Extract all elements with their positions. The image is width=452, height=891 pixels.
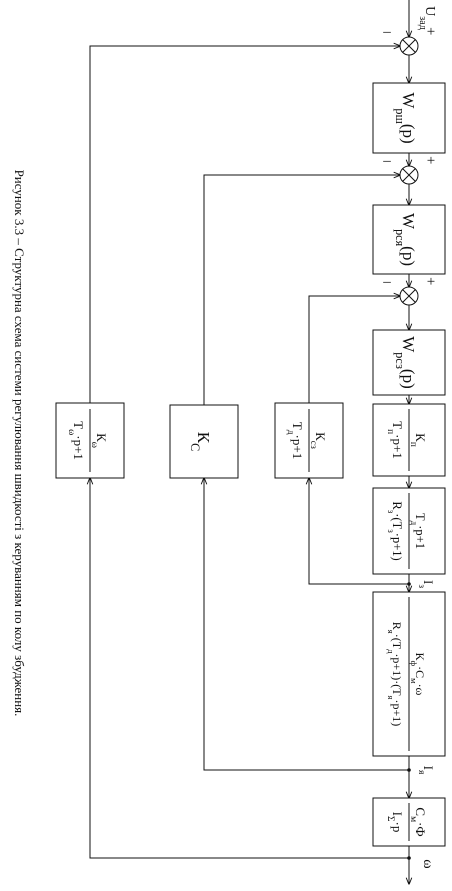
block-frame xyxy=(372,329,446,396)
block-label: См·ФIΣ·p xyxy=(385,803,428,841)
fraction-numerator: Кω xyxy=(89,433,109,448)
feedback-speed-in xyxy=(90,478,409,859)
block-field-circuit: Тд·p+1 Rз·(Тз·p+1) xyxy=(372,487,446,575)
minus-sign: – xyxy=(382,24,391,40)
transfer-function-label: Wрш(p) xyxy=(393,92,418,143)
block-frame xyxy=(372,204,446,275)
fraction-numerator: Кп xyxy=(408,433,428,447)
signal-label-text: Iя xyxy=(416,766,436,775)
output-label-text: ω xyxy=(420,859,435,868)
signal-label-field-current: Iз xyxy=(416,580,436,588)
fraction-numerator: Тд·p+1 xyxy=(409,513,427,549)
fraction-numerator: См·Ф xyxy=(408,807,428,836)
branch-point xyxy=(407,856,411,860)
plus-sign: + xyxy=(427,24,435,40)
output-label: ω xyxy=(420,859,435,868)
signal-label-text: Iз xyxy=(416,580,436,588)
fraction-denominator: Тд·p+1 xyxy=(285,422,305,459)
block-frame xyxy=(372,487,446,575)
block-w-rsh: Wрш(p) xyxy=(372,82,446,154)
signal-label-armature-current: Iя xyxy=(416,766,436,775)
plus-sign: + xyxy=(427,274,435,290)
fraction-denominator: IΣ·p xyxy=(385,812,405,833)
block-w-rsz: Wрсз(p) xyxy=(372,329,446,396)
fraction-denominator: Тω·p+1 xyxy=(66,421,86,460)
input-label-text: Uзад xyxy=(418,6,438,30)
feedback-field-in xyxy=(309,478,409,585)
block-label: Wрся(p) xyxy=(393,213,418,266)
block-label: Wрсз(p) xyxy=(393,336,418,389)
fraction-numerator: Ксз xyxy=(308,432,328,449)
block-frame xyxy=(372,797,446,847)
fraction-denominator: Rя·(Тд·p+1)·(Тя·p+1) xyxy=(386,622,404,726)
minus-sign: – xyxy=(382,153,391,169)
block-frame xyxy=(372,82,446,154)
feedback-speed-out xyxy=(89,46,400,403)
input-label: Uзад xyxy=(418,6,438,30)
feedback-field-out xyxy=(308,296,400,403)
block-mechanical: См·ФIΣ·p xyxy=(372,797,446,847)
feedback-current-in xyxy=(204,478,409,771)
block-fb-current: КС xyxy=(169,404,239,479)
block-label: Тд·p+1 Rз·(Тз·p+1) xyxy=(386,493,427,569)
block-w-rsya: Wрся(p) xyxy=(372,204,446,275)
block-label: Кф·См·ω Rя·(Тд·p+1)·(Тя·p+1) xyxy=(386,597,427,751)
branch-point xyxy=(407,582,411,586)
fraction-denominator: Rз·(Тз·p+1) xyxy=(386,501,404,560)
plus-sign: + xyxy=(427,153,435,169)
figure-caption: Рисунок 3.3 – Структурна схема системи р… xyxy=(12,169,27,717)
block-frame xyxy=(372,591,446,757)
gain-label: КС xyxy=(188,432,213,451)
branch-point xyxy=(407,768,411,772)
block-frame xyxy=(372,403,446,477)
fraction-numerator: Кф·См·ω xyxy=(409,653,427,696)
minus-sign: – xyxy=(382,274,391,290)
block-label: Wрш(p) xyxy=(393,92,418,143)
feedback-current-out xyxy=(203,175,400,405)
transfer-function-label: Wрсз(p) xyxy=(393,336,418,389)
block-armature-circuit: Кф·См·ω Rя·(Тд·p+1)·(Тя·p+1) xyxy=(372,591,446,757)
transfer-function-label: Wрся(p) xyxy=(393,213,418,266)
fraction-denominator: Тп·p+1 xyxy=(385,421,405,459)
block-label: КС xyxy=(188,432,213,451)
